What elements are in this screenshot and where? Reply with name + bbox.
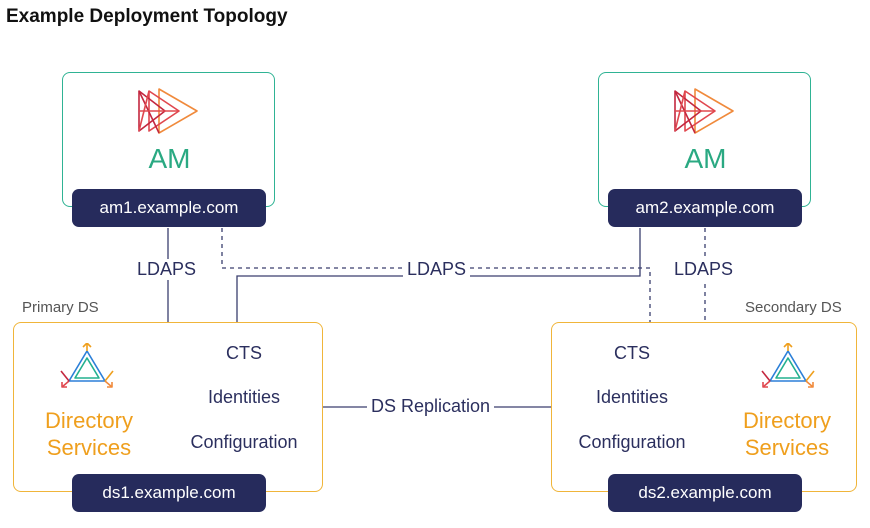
- ldaps-right-label: LDAPS: [670, 259, 738, 280]
- ds2-label-line2: Services: [744, 435, 830, 460]
- directory-services-logo-icon: [60, 343, 114, 388]
- am2-label: AM: [684, 143, 727, 174]
- ds2-node: CTS Identities Configuration Directory S…: [551, 322, 857, 492]
- ldaps-left-label: LDAPS: [133, 259, 201, 280]
- ds2-service-cts: CTS: [614, 343, 650, 363]
- ds1-node: Directory Services CTS Identities Config…: [13, 322, 323, 492]
- ds1-service-configuration: Configuration: [190, 432, 298, 452]
- ds2-label: Directory Services: [722, 407, 852, 461]
- ds2-service-configuration: Configuration: [578, 432, 686, 452]
- ds1-host-badge: ds1.example.com: [72, 474, 266, 512]
- ds1-service-cts: CTS: [226, 343, 262, 363]
- primary-ds-label: Primary DS: [22, 299, 99, 316]
- ds1-service-identities: Identities: [207, 387, 281, 407]
- am2-host-badge: am2.example.com: [608, 189, 802, 227]
- ds1-label-line1: Directory: [44, 408, 133, 433]
- am1-node: AM: [62, 72, 275, 207]
- ds1-label-line2: Services: [46, 435, 132, 460]
- directory-services-logo-icon: [761, 343, 815, 388]
- ds2-label-line1: Directory: [742, 408, 831, 433]
- am1-label: AM: [148, 143, 191, 174]
- ds2-host-badge: ds2.example.com: [608, 474, 802, 512]
- ldaps-center-label: LDAPS: [403, 259, 471, 280]
- ldaps-am1-ds2-dashed-line: [221, 228, 651, 322]
- am1-host-badge: am1.example.com: [72, 189, 266, 227]
- am2-node: AM: [598, 72, 811, 207]
- page-title: Example Deployment Topology: [6, 6, 288, 27]
- ds1-label: Directory Services: [24, 407, 154, 461]
- am-chevron-logo-icon: [674, 88, 734, 134]
- am-chevron-logo-icon: [138, 88, 198, 134]
- secondary-ds-label: Secondary DS: [745, 299, 842, 316]
- ds-replication-label: DS Replication: [367, 396, 495, 417]
- ds2-service-identities: Identities: [595, 387, 669, 407]
